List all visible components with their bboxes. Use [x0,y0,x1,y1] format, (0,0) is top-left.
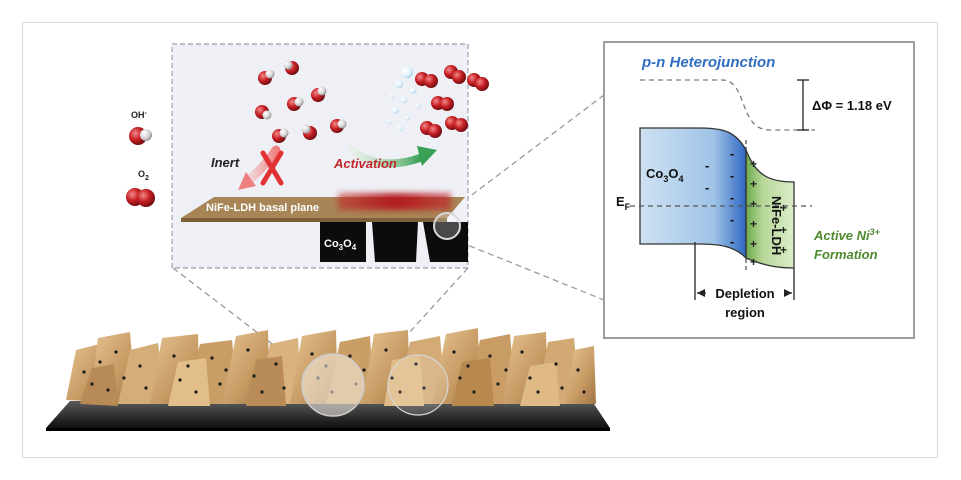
negative-charges: - - - - - - - [705,146,734,249]
nife-ldh-band [745,149,795,269]
co3o4-block-label: Co3O4 [324,238,357,252]
oh-molecules [255,60,347,143]
svg-text:+: + [750,255,757,269]
active-ni-label: Active Ni3+ [813,227,881,243]
svg-text:+: + [750,237,757,251]
inset-panel: Inert Activation NiFe-LDH basal plane Co… [171,43,489,269]
support-block [423,222,468,262]
activation-zone [338,193,451,210]
depletion-label-1: Depletion [715,286,774,301]
inert-cross-icon [260,150,284,186]
nife-ldh-label: NiFe-LDH [769,196,784,255]
formation-label: Formation [814,247,878,262]
legend-oh-label: OH- [131,110,148,120]
fermi-label: EF [616,194,631,212]
o2-molecules [415,65,489,138]
svg-text:-: - [705,180,709,195]
legend-o2-molecule [126,188,155,207]
depletion-label-2: region [725,305,765,320]
svg-text:+: + [750,177,757,191]
svg-text:+: + [780,223,787,237]
inert-label: Inert [211,155,240,170]
basal-plane-label: NiFe-LDH basal plane [206,202,319,214]
svg-text:+: + [750,217,757,231]
legend-o2-label: O2 [138,169,149,182]
zoom-spot-faint [387,354,449,416]
svg-text:-: - [730,190,734,205]
svg-text:-: - [730,146,734,161]
positive-charges: + + + + + + + + + [750,157,787,269]
activation-label: Activation [333,156,397,171]
svg-text:+: + [750,197,757,211]
svg-text:+: + [780,201,787,215]
inert-arrow-head [238,172,256,190]
co3o4-label: Co3O4 [646,166,684,184]
activation-arrow-head [417,146,437,166]
svg-text:+: + [780,243,787,257]
svg-text:-: - [730,168,734,183]
molecule-legend: OH- O2 [126,110,155,207]
legend-oh-molecule [129,127,152,145]
support-block [372,222,418,262]
svg-text:-: - [705,158,709,173]
activation-arrow [347,146,424,168]
vacuum-level [640,79,815,131]
co3o4-block [320,222,366,262]
electrode-surface [46,328,610,431]
svg-text:+: + [750,157,757,171]
flake-pores [82,348,586,394]
delta-phi-label: ΔΦ = 1.18 eV [812,98,892,113]
svg-text:-: - [730,234,734,249]
svg-text:-: - [730,212,734,227]
magnifier-circle [433,212,461,240]
zoom-spot [301,353,365,417]
band-diagram-panel: p-n Heterojunction ΔΦ = 1.18 eV EF Co3O4… [603,41,915,339]
ldh-flakes [66,328,596,406]
heterojunction-title: p-n Heterojunction [641,54,775,71]
bubbles [387,66,421,131]
